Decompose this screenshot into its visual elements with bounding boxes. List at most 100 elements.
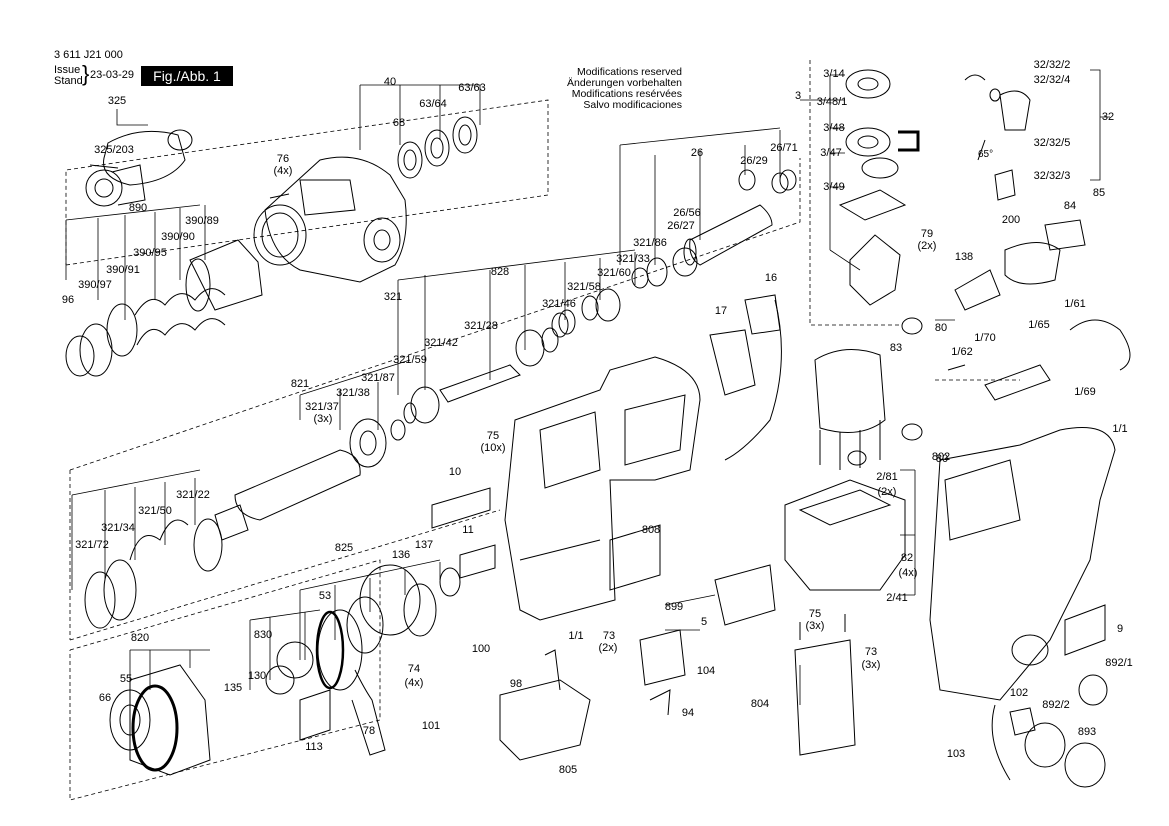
part-callout: 32/32/2 (1033, 59, 1071, 71)
part-callout: 828 (490, 266, 510, 278)
label-808-plate (609, 524, 661, 591)
part-callout: 32/32/5 (1033, 137, 1071, 149)
part-callout: 100 (471, 643, 491, 655)
modifications-line: Salvo modificaciones (583, 99, 682, 111)
part-callout: 3/49 (823, 181, 845, 193)
issue-brace: } (82, 61, 90, 86)
part-callout: 78 (362, 725, 376, 737)
part-callout: 55 (119, 673, 133, 685)
part-callout: 200 (1001, 214, 1021, 226)
part-callout: 804 (750, 698, 770, 710)
part-callout: 103 (946, 748, 966, 760)
part-callout: 321 (383, 291, 403, 303)
part-callout: 113 (305, 741, 323, 753)
part-callout: 820 (130, 632, 150, 644)
electronics-parts (499, 564, 856, 761)
part-callout: 130 (247, 670, 267, 682)
part-callout: 321/37 (305, 401, 339, 413)
part-callout: 11 (462, 524, 474, 536)
seal-ring-55 (131, 684, 179, 772)
gearbox-parts (265, 564, 461, 756)
part-callout: 53 (318, 590, 332, 602)
part-callout: 26/56 (673, 207, 701, 219)
part-callout: (2x) (917, 240, 937, 252)
part-callout: 321/86 (633, 237, 667, 249)
part-callout: 80 (934, 322, 948, 334)
part-callout: 135 (223, 682, 243, 694)
part-callout: 63/64 (419, 98, 447, 110)
part-callout: 94 (681, 707, 695, 719)
part-callout: 26 (690, 147, 704, 159)
figure-label: Fig./Abb. 1 (141, 66, 233, 86)
part-callout: 137 (414, 539, 434, 551)
part-callout: 892/1 (1105, 657, 1133, 669)
part-callout: 26/29 (740, 155, 768, 167)
part-callout: 3/14 (823, 68, 845, 80)
part-callout: 821 (290, 378, 310, 390)
part-callout: 825 (334, 542, 354, 554)
part-callout: (4x) (898, 567, 918, 579)
tool-holder-rings (65, 239, 263, 377)
part-callout: 2/81 (876, 471, 898, 483)
chuck-part (85, 129, 193, 207)
part-callout: 32/32/3 (1033, 170, 1071, 182)
part-callout: 98 (509, 678, 523, 690)
modifications-line: Modifications reserved (576, 66, 682, 78)
part-callout: 2/41 (886, 592, 908, 604)
part-callout: 136 (391, 549, 411, 561)
part-callout: 321/59 (393, 354, 427, 366)
part-callout: 85 (1092, 187, 1106, 199)
part-callout: 899 (664, 601, 684, 613)
modifications-line: Änderungen vorbehalten (566, 77, 682, 89)
cable-16 (724, 299, 782, 461)
part-callout: 1/65 (1028, 319, 1050, 331)
part-callout: (10x) (480, 442, 506, 454)
part-callout: 5 (700, 616, 708, 628)
modifications-notice: Modifications reserved Änderungen vorbeh… (540, 67, 682, 111)
brush-assembly-part (964, 74, 1031, 201)
label-10-plate (431, 487, 491, 529)
issue-label: Issue (54, 64, 81, 76)
part-callout: 66 (98, 692, 112, 704)
part-callout: 102 (1009, 687, 1029, 699)
piston-parts (551, 169, 797, 338)
part-callout: 325/203 (94, 144, 134, 156)
part-callout: 1/70 (974, 332, 996, 344)
oring-53 (315, 610, 345, 690)
part-callout: 321/28 (464, 320, 498, 332)
part-callout: 17 (714, 305, 728, 317)
part-callout: 84 (1063, 200, 1077, 212)
shaft-part (403, 327, 559, 424)
part-callout: 40 (383, 76, 397, 88)
part-callout: 890 (128, 202, 148, 214)
part-callout: 73 (602, 630, 616, 642)
part-callout: 3/48/1 (816, 96, 848, 108)
part-callout: 892/2 (1042, 699, 1070, 711)
part-callout: (2x) (598, 642, 618, 654)
part-callout: 75 (808, 608, 822, 620)
assembly-outline (65, 60, 1020, 801)
battery-contact-parts (991, 674, 1108, 788)
part-callout: 390/89 (185, 215, 219, 227)
part-callout: 321/34 (101, 522, 135, 534)
part-callout: 76 (276, 153, 290, 165)
part-callout: 26/71 (770, 142, 798, 154)
doc-number: 3 611 J21 000 (54, 49, 123, 61)
part-callout: 1/69 (1074, 386, 1096, 398)
part-callout: (2x) (877, 486, 897, 498)
part-callout: 321/50 (138, 505, 172, 517)
part-callout: 96 (61, 294, 75, 306)
connector-16 (744, 294, 781, 335)
part-callout: 138 (954, 251, 974, 263)
part-callout: (3x) (805, 620, 825, 632)
angle-label: 65° (978, 149, 993, 160)
part-callout: 321/22 (176, 489, 210, 501)
part-callout: 3/48 (823, 122, 845, 134)
part-callout: 1/62 (951, 346, 973, 358)
housing-right-part (929, 427, 1116, 701)
part-callout: 82 (900, 552, 914, 564)
part-callout: 63/63 (458, 82, 486, 94)
part-callout: 321/38 (336, 387, 370, 399)
switch-17 (709, 329, 756, 396)
